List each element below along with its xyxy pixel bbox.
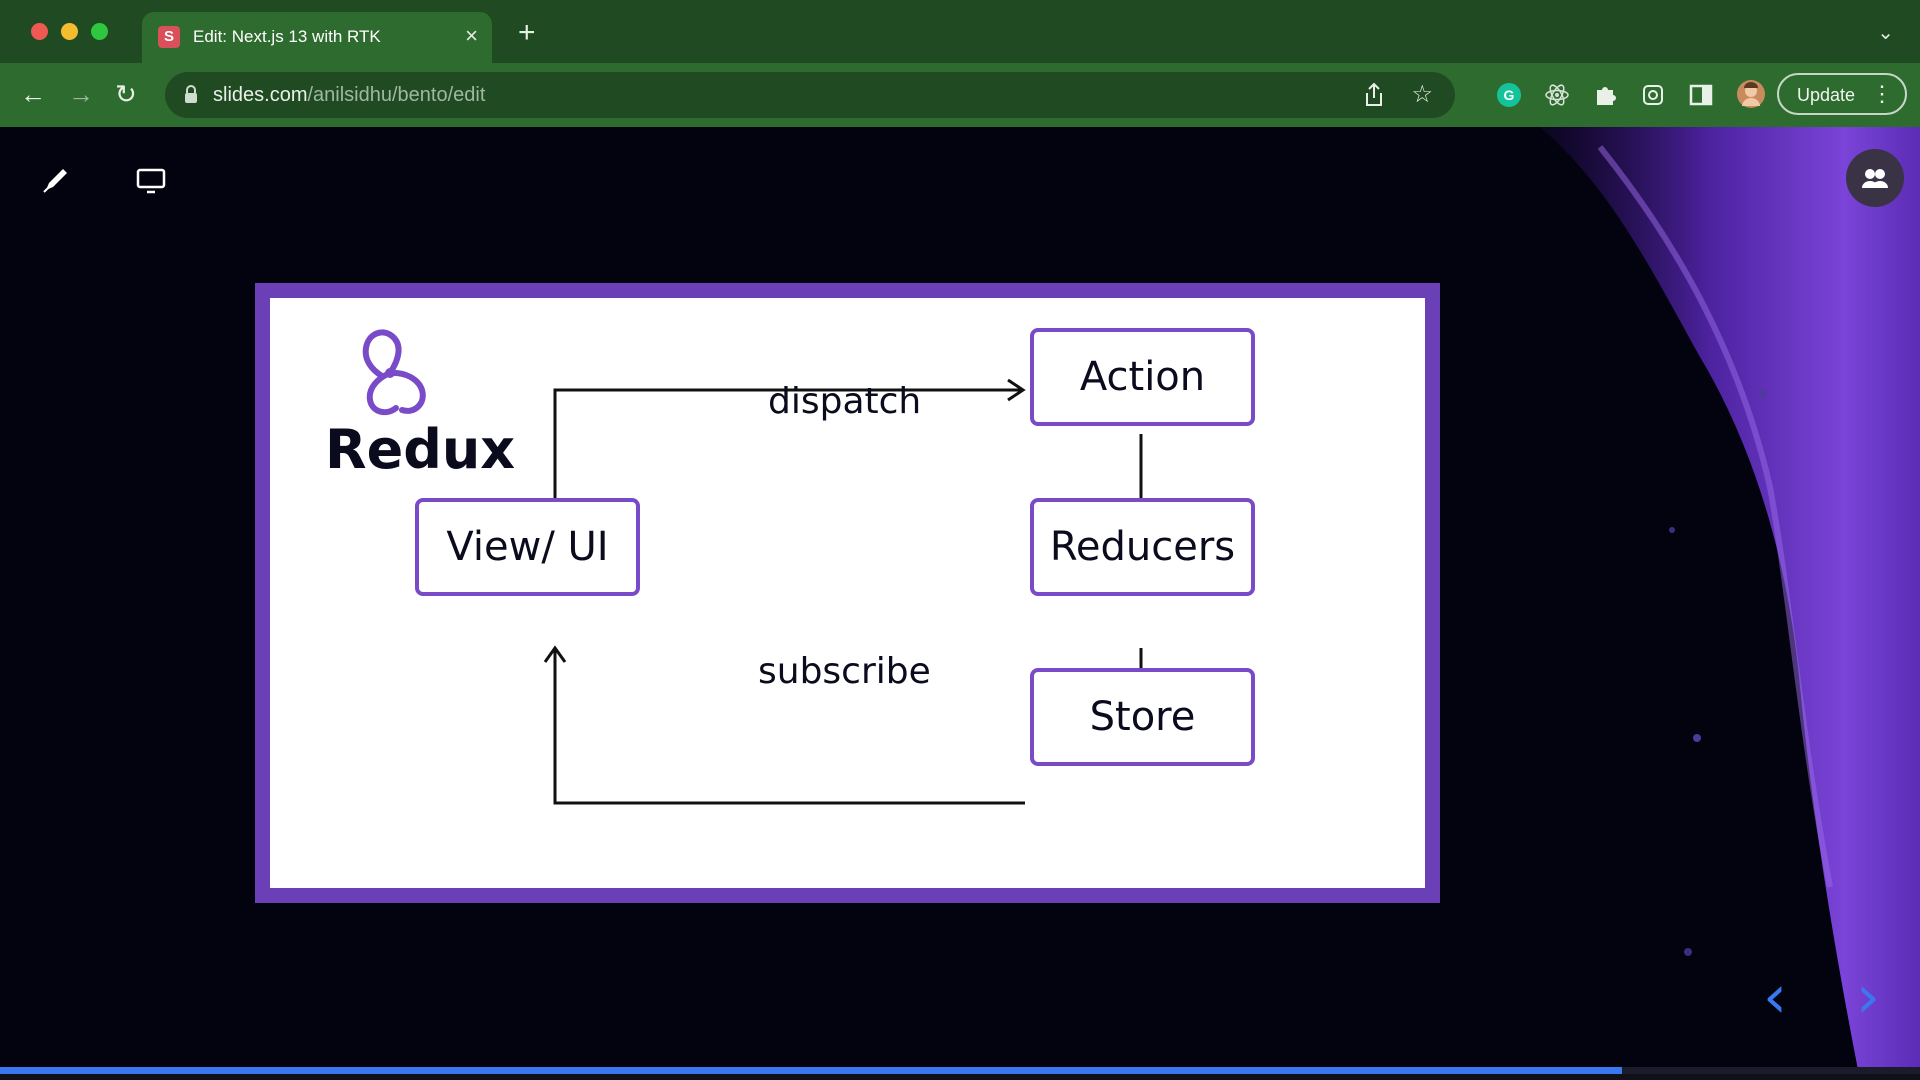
bookmark-star-icon[interactable]: ☆ — [1411, 81, 1433, 108]
slides-favicon-icon: S — [158, 26, 180, 48]
purple-background-art — [1540, 127, 1920, 1080]
update-label: Update — [1797, 85, 1856, 105]
subscribe-label: subscribe — [758, 651, 931, 692]
dispatch-label: dispatch — [768, 381, 922, 422]
side-panel-icon[interactable] — [1688, 82, 1714, 108]
browser-tab-bar: S Edit: Next.js 13 with RTK × + ⌄ — [0, 0, 1920, 63]
profile-avatar-icon[interactable] — [1736, 79, 1766, 109]
url-path: /anilsidhu/bento/edit — [307, 84, 486, 106]
slide-frame[interactable]: Redux View/ UI Action Reducers Store dis… — [255, 283, 1440, 903]
back-button[interactable]: ← — [20, 79, 46, 109]
url-host: slides.com — [213, 84, 308, 106]
redux-logo-icon — [362, 329, 426, 416]
collaborators-icon — [1862, 169, 1888, 188]
view-ui-box[interactable]: View/ UI — [415, 498, 640, 596]
browser-menu-icon[interactable]: ⋮ — [1871, 81, 1893, 106]
new-tab-button[interactable]: + — [518, 16, 536, 49]
maximize-window-button[interactable] — [91, 23, 108, 40]
close-tab-icon[interactable]: × — [465, 23, 478, 48]
forward-button[interactable]: → — [68, 79, 94, 109]
present-icon[interactable] — [135, 167, 167, 195]
presentation-progress-bar[interactable] — [0, 1067, 1920, 1074]
url-text: slides.com/anilsidhu/bento/edit — [213, 84, 485, 107]
minimize-window-button[interactable] — [61, 23, 78, 40]
close-window-button[interactable] — [31, 23, 48, 40]
reducers-box[interactable]: Reducers — [1030, 498, 1255, 596]
address-bar[interactable]: slides.com/anilsidhu/bento/edit ☆ — [165, 72, 1455, 118]
bottom-edge — [0, 1074, 1920, 1080]
tab-search-chevron-icon[interactable]: ⌄ — [1877, 22, 1894, 44]
react-devtools-extension-icon[interactable] — [1544, 82, 1570, 108]
action-box[interactable]: Action — [1030, 328, 1255, 426]
svg-text:G: G — [1504, 87, 1515, 103]
share-icon[interactable] — [1363, 82, 1385, 108]
prev-slide-icon[interactable]: ‹ — [1763, 962, 1787, 1032]
next-slide-icon[interactable]: › — [1856, 962, 1880, 1032]
slide-canvas[interactable]: Redux View/ UI Action Reducers Store dis… — [270, 298, 1425, 888]
reload-button[interactable]: ↻ — [115, 79, 137, 109]
extensions-puzzle-icon[interactable] — [1592, 82, 1618, 108]
browser-toolbar: ← → ↻ slides.com/anilsidhu/bento/edit ☆ … — [0, 63, 1920, 127]
slides-editor-stage: Redux View/ UI Action Reducers Store dis… — [0, 127, 1920, 1080]
update-button[interactable]: Update ⋮ — [1777, 73, 1907, 115]
active-tab[interactable]: S Edit: Next.js 13 with RTK × — [142, 12, 492, 63]
lock-icon — [185, 85, 197, 103]
sync-extension-icon[interactable] — [1640, 82, 1666, 108]
progress-fill — [0, 1067, 1623, 1074]
store-box[interactable]: Store — [1030, 668, 1255, 766]
redux-logo-text: Redux — [325, 418, 516, 481]
pencil-icon[interactable] — [40, 164, 72, 196]
tab-title: Edit: Next.js 13 with RTK — [193, 27, 381, 46]
grammarly-extension-icon[interactable]: G — [1496, 82, 1522, 108]
collaborators-button[interactable] — [1846, 149, 1904, 207]
